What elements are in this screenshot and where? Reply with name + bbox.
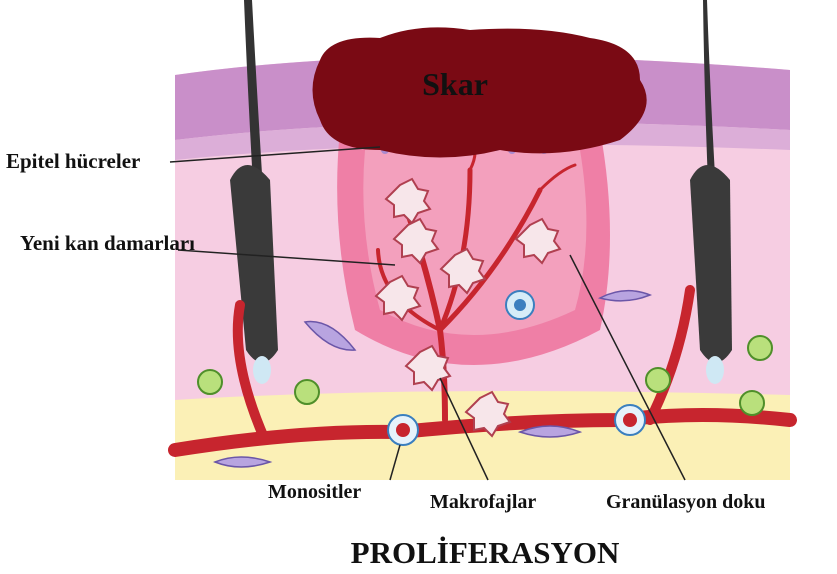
label-monocytes: Monositler: [268, 481, 361, 503]
label-new-blood-vessels: Yeni kan damarları: [20, 231, 195, 255]
label-macrophages: Makrofajlar: [430, 491, 536, 513]
diagram-title: PROLİFERASYON: [351, 535, 620, 570]
label-scar: Skar: [422, 66, 488, 102]
label-granulation-tissue: Granülasyon doku: [606, 491, 766, 513]
label-epithelial-cells: Epitel hücreler: [6, 149, 140, 173]
blue-cell: [506, 291, 534, 319]
